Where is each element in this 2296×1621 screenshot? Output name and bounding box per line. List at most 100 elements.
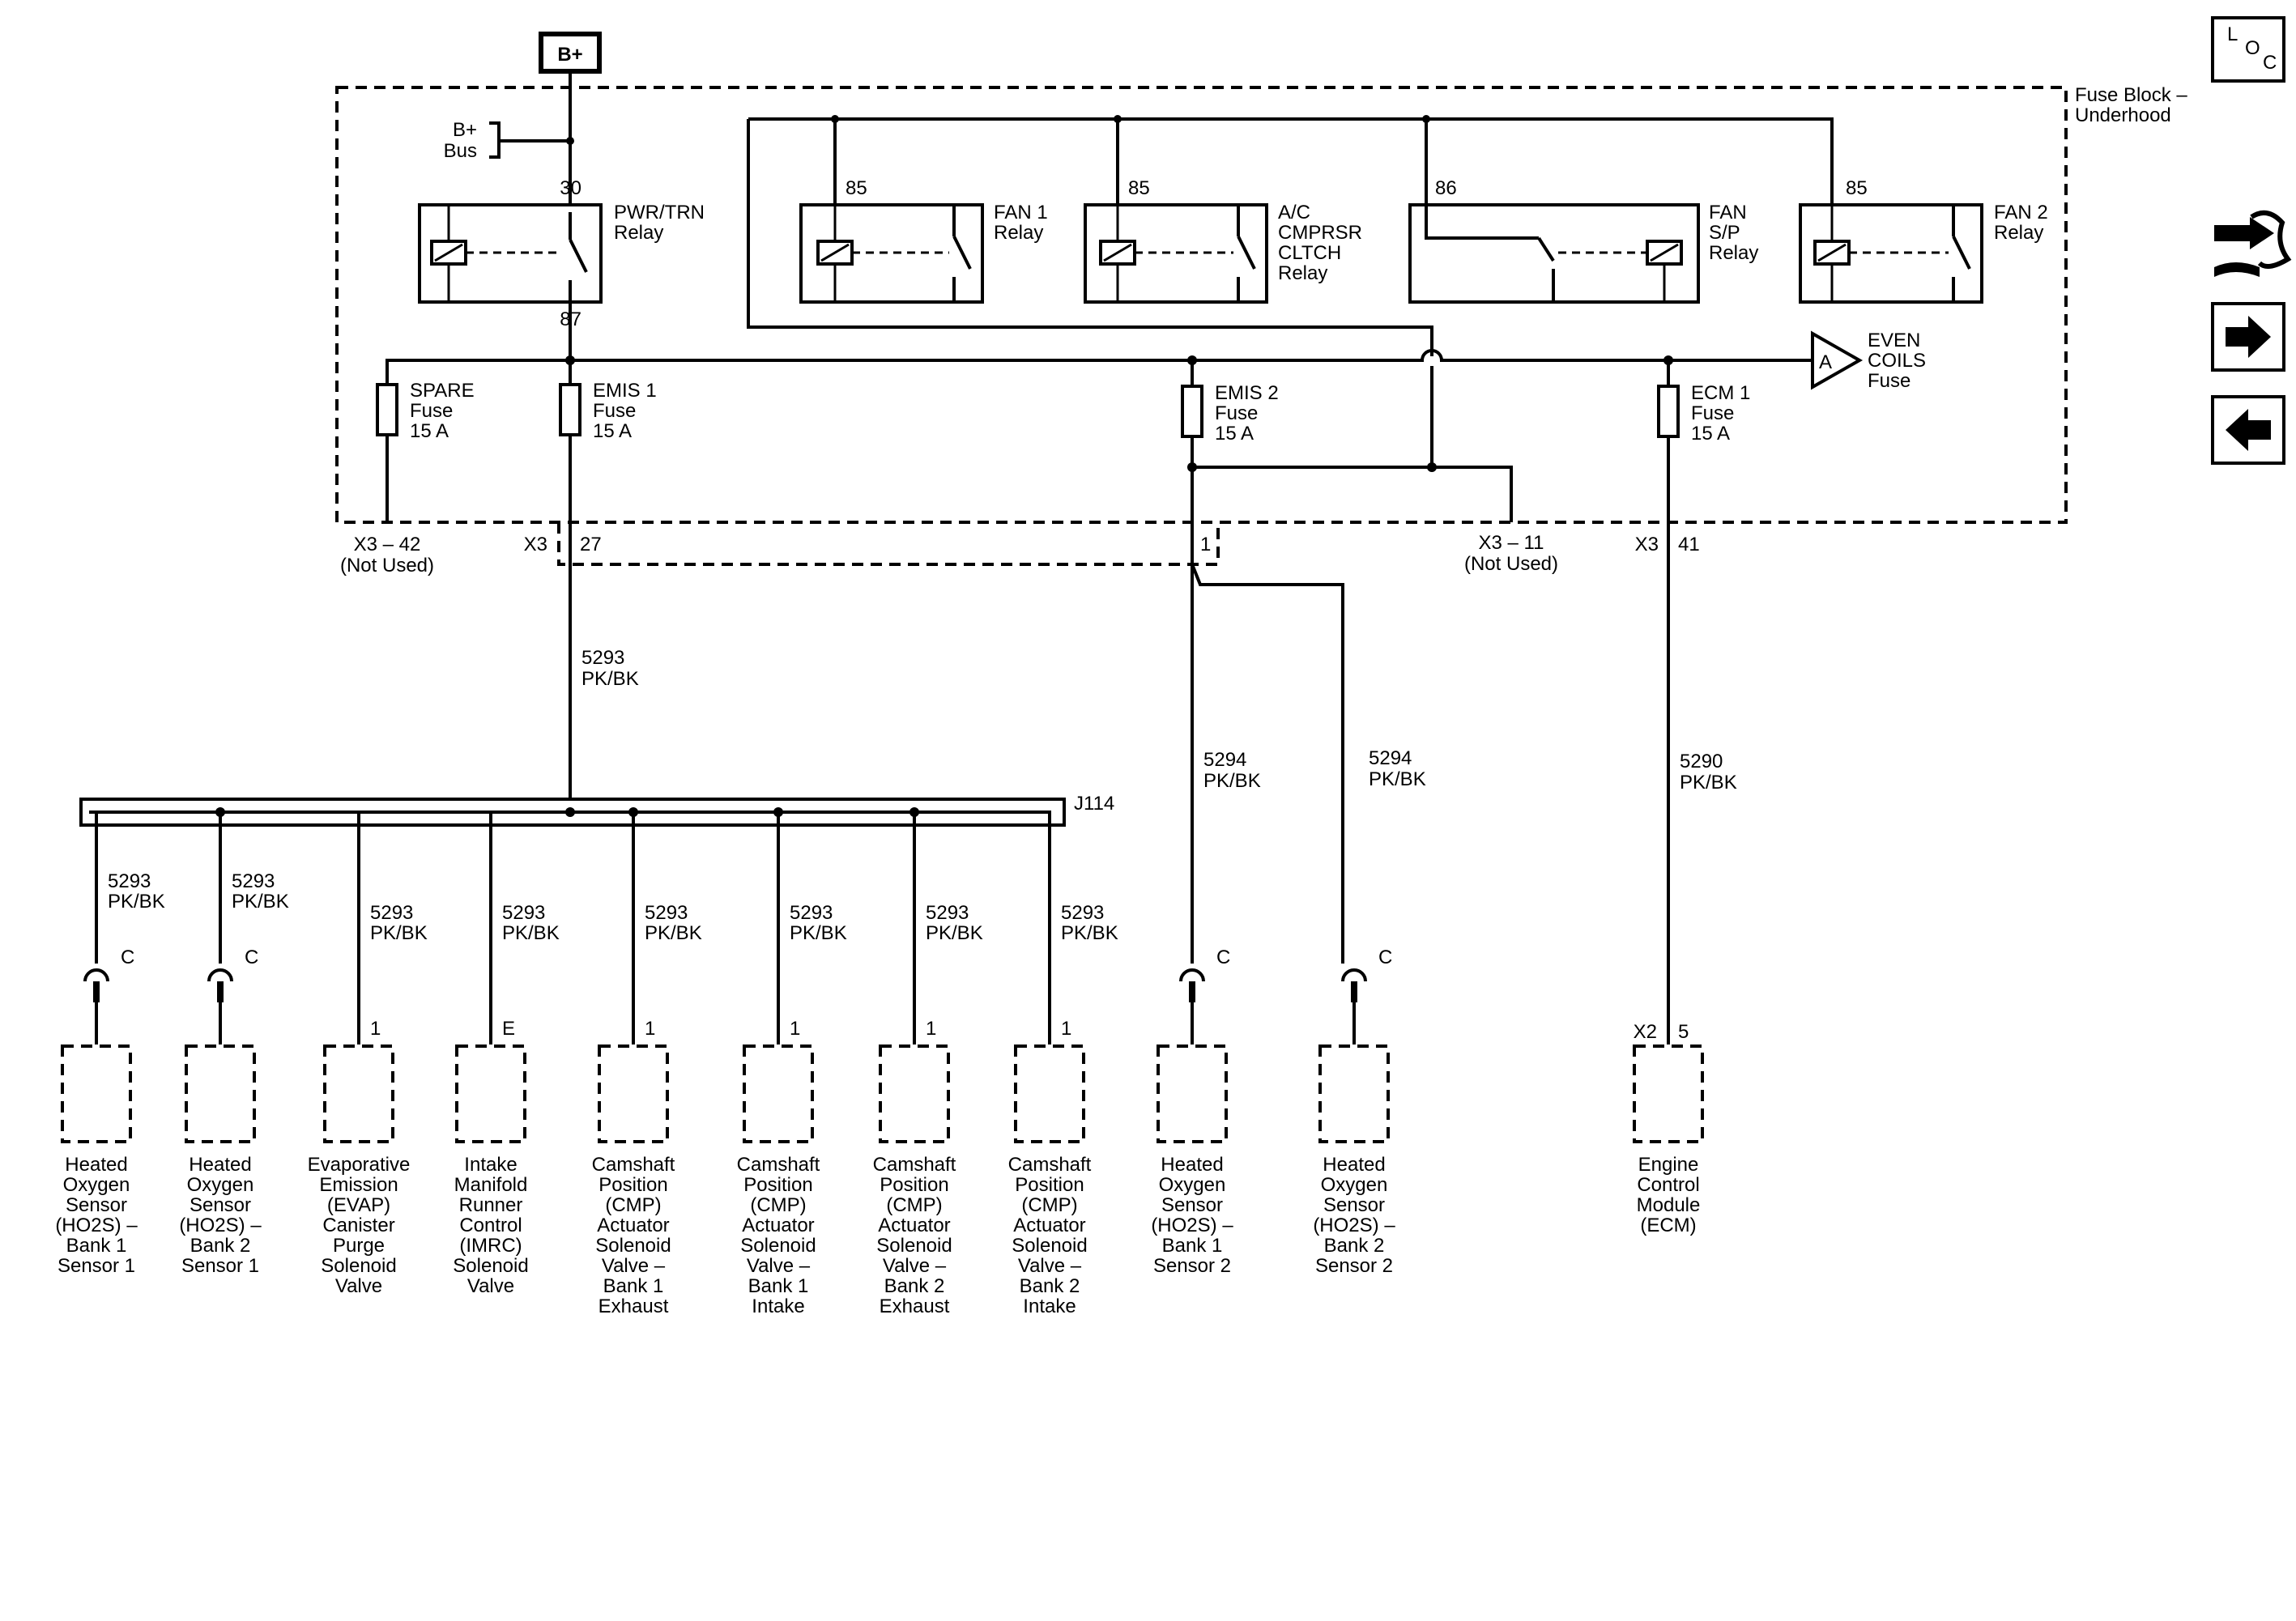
- b-plus-bus: B+ Bus: [444, 119, 574, 162]
- component-name-line: Exhaust: [598, 1296, 669, 1317]
- component-name-line: Position: [1015, 1174, 1084, 1196]
- svg-text:Fuse: Fuse: [1691, 402, 1734, 424]
- component-name-line: Bank 1: [748, 1275, 809, 1297]
- component-3: 5293PK/BKEIntakeManifoldRunnerControl(IM…: [453, 812, 560, 1297]
- pin-label: C: [245, 947, 258, 968]
- component-name-line: (CMP): [750, 1194, 806, 1216]
- component-name-line: Sensor: [66, 1194, 127, 1216]
- x3-connector-outline: [557, 522, 1220, 566]
- wire-color: PK/BK: [790, 922, 847, 944]
- fan2-relay: 85 FAN 2 Relay: [1799, 177, 2048, 304]
- svg-text:CLTCH: CLTCH: [1278, 242, 1341, 264]
- svg-text:Fuse: Fuse: [593, 400, 636, 422]
- power-source-b-plus: B+: [539, 32, 602, 74]
- previous-page-button[interactable]: [2211, 395, 2285, 465]
- svg-text:Relay: Relay: [994, 222, 1043, 244]
- ecm-name-line: Control: [1637, 1174, 1699, 1196]
- component-name-line: Position: [743, 1174, 812, 1196]
- svg-text:85: 85: [846, 177, 867, 199]
- wire-color: PK/BK: [502, 922, 560, 944]
- x3-11-label: X3 – 11: [1479, 532, 1544, 554]
- wire-color: PK/BK: [370, 922, 428, 944]
- component-4: 5293PK/BK1CamshaftPosition(CMP)ActuatorS…: [592, 812, 702, 1317]
- circuit-number: 5293: [645, 902, 688, 924]
- x3-1-pin: 1: [1200, 534, 1211, 555]
- circuit-number: 5293: [926, 902, 969, 924]
- svg-text:Relay: Relay: [1709, 242, 1758, 264]
- svg-text:B+: B+: [557, 44, 582, 66]
- component-name-line: Camshaft: [873, 1154, 956, 1176]
- component-name-line: Position: [598, 1174, 667, 1196]
- svg-text:Relay: Relay: [614, 222, 663, 244]
- x3-42-not-used: (Not Used): [340, 555, 434, 576]
- svg-text:Relay: Relay: [1994, 222, 2043, 244]
- component-name-line: Heated: [189, 1154, 251, 1176]
- svg-text:Fuse: Fuse: [1868, 370, 1910, 392]
- svg-text:5294: 5294: [1203, 749, 1246, 771]
- component-name-line: Bank 2: [1324, 1235, 1385, 1257]
- connector-tool-icon[interactable]: [2214, 210, 2292, 277]
- component-7: 5293PK/BK1CamshaftPosition(CMP)ActuatorS…: [1008, 812, 1118, 1317]
- svg-text:5290: 5290: [1680, 751, 1723, 772]
- svg-text:PWR/TRN: PWR/TRN: [614, 202, 705, 223]
- ecm1-fuse: ECM 1 Fuse 15 A: [1657, 360, 1750, 445]
- component-name-line: Solenoid: [321, 1255, 396, 1277]
- component-name-line: Actuator: [597, 1215, 669, 1236]
- svg-text:15 A: 15 A: [593, 420, 632, 442]
- ecm-name-line: Engine: [1638, 1154, 1699, 1176]
- component-name-line: Bank 2: [190, 1235, 251, 1257]
- svg-text:Fuse: Fuse: [1215, 402, 1258, 424]
- svg-text:FAN: FAN: [1709, 202, 1747, 223]
- component-name-line: Sensor: [1323, 1194, 1385, 1216]
- component-name-line: Camshaft: [737, 1154, 820, 1176]
- wire-color: PK/BK: [645, 922, 702, 944]
- x3-27-conn: X3: [524, 534, 547, 555]
- pin-label: 1: [1061, 1018, 1071, 1040]
- x3-42-label: X3 – 42: [354, 534, 421, 555]
- component-name-line: Valve –: [1018, 1255, 1082, 1277]
- pin-label: 1: [790, 1018, 800, 1040]
- component-name-line: Valve: [467, 1275, 514, 1297]
- svg-text:ECM 1: ECM 1: [1691, 382, 1750, 404]
- svg-text:S/P: S/P: [1709, 222, 1740, 244]
- component-name-line: Actuator: [742, 1215, 814, 1236]
- component-2: 5293PK/BK1EvaporativeEmission(EVAP)Canis…: [308, 812, 428, 1297]
- splice-j114: J114: [79, 793, 1114, 827]
- component-name-line: Intake: [1023, 1296, 1076, 1317]
- svg-text:PK/BK: PK/BK: [1369, 768, 1426, 790]
- svg-text:CMPRSR: CMPRSR: [1278, 222, 1362, 244]
- component-name-line: (HO2S) –: [1313, 1215, 1395, 1236]
- fuse-block-outline: [335, 86, 2068, 524]
- component-name-line: (EVAP): [327, 1194, 390, 1216]
- component-name-line: Actuator: [878, 1215, 950, 1236]
- component-name-line: Valve –: [602, 1255, 666, 1277]
- component-name-line: Intake: [752, 1296, 804, 1317]
- pin-label: C: [1216, 947, 1230, 968]
- circuit-number: 5293: [1061, 902, 1104, 924]
- ecm-connector: X2: [1634, 1021, 1657, 1043]
- ecm-name-line: Module: [1637, 1194, 1701, 1216]
- fuse-block-subtitle: Underhood: [2075, 104, 2171, 126]
- emis2-output-wire: [1191, 436, 1513, 522]
- component-name-line: Intake: [464, 1154, 517, 1176]
- svg-text:30: 30: [560, 177, 581, 199]
- svg-text:EMIS 1: EMIS 1: [593, 380, 657, 402]
- component-name-line: Manifold: [454, 1174, 528, 1196]
- component-name-line: (CMP): [1021, 1194, 1077, 1216]
- component-name-line: Sensor: [190, 1194, 251, 1216]
- arrow-left-icon: [2226, 409, 2271, 451]
- pin-label: 1: [926, 1018, 936, 1040]
- wire-color: PK/BK: [926, 922, 983, 944]
- svg-text:PK/BK: PK/BK: [581, 668, 639, 690]
- fan1-relay: 85 FAN 1 Relay: [799, 177, 1048, 304]
- component-6: 5293PK/BK1CamshaftPosition(CMP)ActuatorS…: [873, 812, 983, 1317]
- next-page-button[interactable]: [2211, 302, 2285, 372]
- svg-text:EMIS 2: EMIS 2: [1215, 382, 1279, 404]
- location-button[interactable]: L O C: [2211, 16, 2285, 83]
- wire-color: PK/BK: [232, 891, 289, 913]
- svg-text:5293: 5293: [581, 647, 624, 669]
